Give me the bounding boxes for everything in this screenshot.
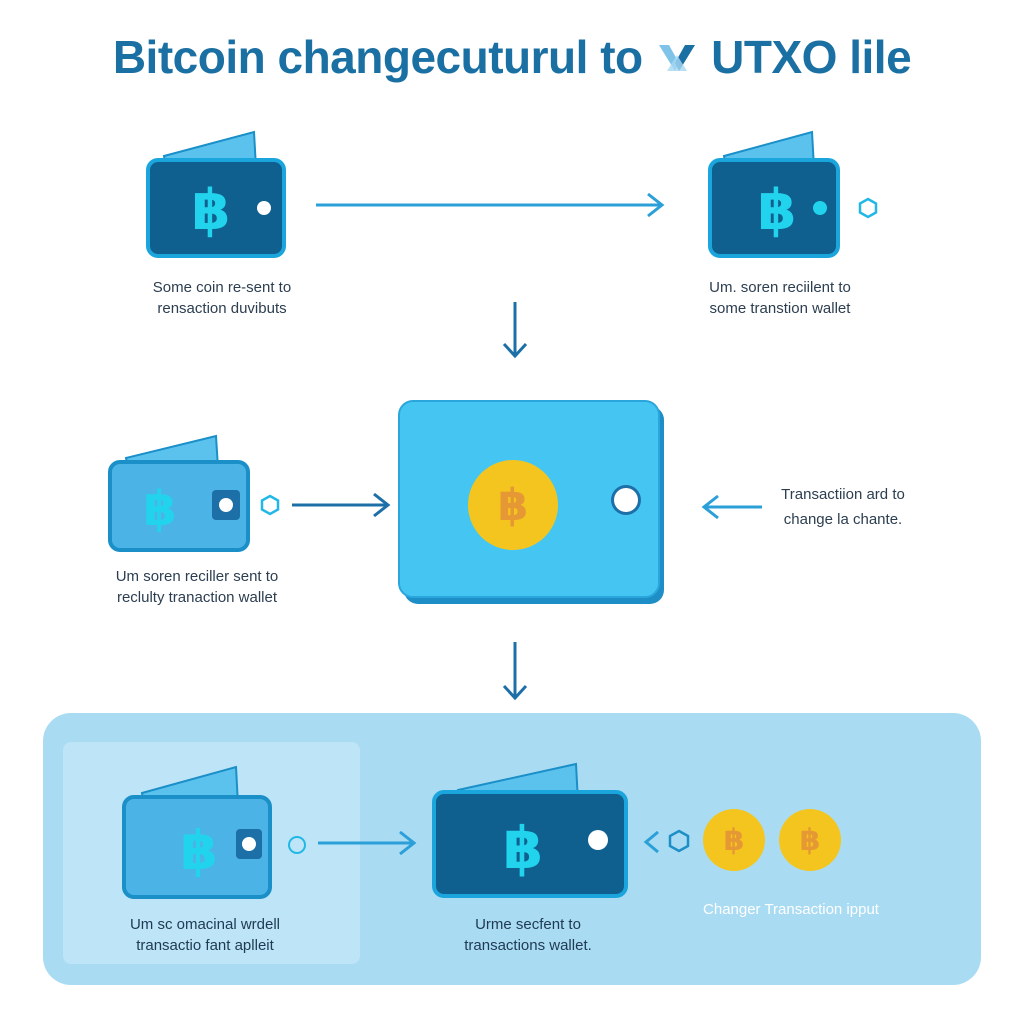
label-line: reclulty tranaction wallet [116,589,278,606]
arrow-right-bottom [316,828,418,858]
arrow-right-mid [290,490,392,520]
label-line: Um sc omacinal wrdell [129,916,281,933]
diagram-title: Bitcoin changecuturul to UTXO lile [0,30,1024,84]
title-text-part1: Bitcoin changecuturul to [112,31,643,83]
logo-icon [658,45,695,71]
bitcoin-icon: ฿ [757,178,797,241]
wallet-bottom-center: ฿ [432,760,628,900]
label-top-right: Um. soren reciilent to some transtion wa… [680,277,880,319]
label-top-left: Some coin re-sent to rensaction duvibuts [122,277,322,319]
label-line: Um. soren reciilent to [709,279,851,296]
bitcoin-coin-icon: ฿ [703,809,765,871]
bitcoin-symbol: ฿ [497,480,529,530]
arrow-right-top [314,190,668,220]
bitcoin-icon: ฿ [180,820,218,881]
label-line: Changer Transaction ipput [703,901,879,918]
label-bottom-center: Urme secfent to transactions wallet. [428,914,628,956]
title-text-part2: UTXO lile [711,31,912,83]
bitcoin-icon: ฿ [191,178,231,241]
label-line: Transactiion ard to [781,486,905,503]
wallet-top-left: ฿ [146,128,288,260]
label-line: transactio fant aplleit [136,937,274,954]
wallet-mid-left: ฿ [108,432,252,554]
chevron-left-icon [640,828,662,856]
bitcoin-icon: ฿ [143,483,177,536]
label-mid-right: Transactiion ard to change la chante. [748,484,938,530]
label-line: change la chante. [783,511,903,528]
arrow-left-mid [700,492,764,522]
label-bottom-right: Changer Transaction ipput [676,899,906,920]
label-mid-left: Um soren reciller sent to reclulty trana… [92,566,302,608]
wallet-bottom-left: ฿ [122,763,272,901]
ring-icon [260,494,280,516]
wallet-top-right: ฿ [708,128,840,260]
arrow-down-bottom [500,640,530,702]
label-line: some transtion wallet [709,300,851,317]
bitcoin-symbol: ฿ [723,823,745,857]
label-bottom-left: Um sc omacinal wrdell transactio fant ap… [100,914,310,956]
ring-icon [288,836,306,854]
ring-icon [668,829,690,853]
label-line: Um soren reciller sent to [115,568,279,585]
label-line: Some coin re-sent to [152,279,292,296]
bitcoin-icon: ฿ [502,816,544,881]
ring-icon [858,197,878,219]
arrow-down-top [500,300,530,360]
label-line: Urme secfent to [475,916,581,933]
label-line: transactions wallet. [464,937,592,954]
label-line: rensaction duvibuts [157,300,287,317]
bitcoin-coin-icon: ฿ [468,460,558,550]
bitcoin-coin-icon: ฿ [779,809,841,871]
bitcoin-symbol: ฿ [799,823,821,857]
